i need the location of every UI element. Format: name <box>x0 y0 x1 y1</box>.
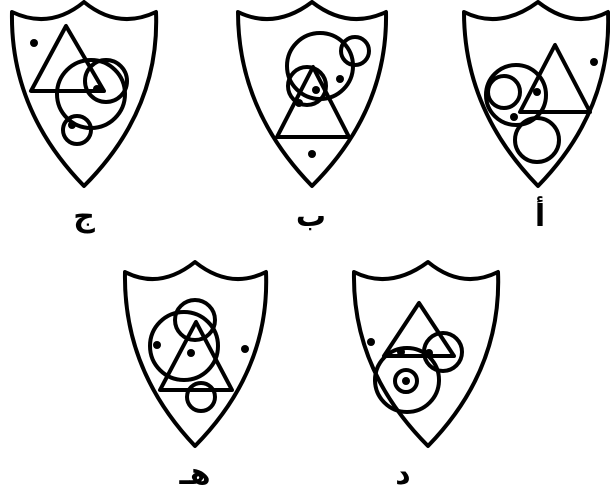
small-circle <box>488 76 520 108</box>
figure-label: أ <box>535 196 545 234</box>
figure-b[interactable]: ب <box>238 2 386 234</box>
figure-h[interactable]: هـ <box>125 262 266 486</box>
dot <box>590 58 598 66</box>
dot <box>295 99 303 107</box>
figure-label: د <box>395 457 410 486</box>
figure-label: هـ <box>178 457 210 486</box>
figure-label: ب <box>296 199 326 234</box>
figure-label: ج <box>73 199 95 234</box>
dot <box>397 348 405 356</box>
bottom-circle <box>63 116 91 144</box>
dot <box>153 341 161 349</box>
dot <box>336 75 344 83</box>
bottom-circle <box>187 383 215 411</box>
small-circle <box>175 300 215 340</box>
figure-j[interactable]: ج <box>12 2 156 234</box>
triangle <box>520 45 590 112</box>
bottom-circle <box>515 118 559 162</box>
dot <box>533 88 541 96</box>
dot <box>510 113 518 121</box>
shield-outline <box>125 262 266 446</box>
dot <box>312 86 320 94</box>
shield-outline <box>12 2 156 186</box>
dot <box>425 349 433 357</box>
dot <box>68 121 76 129</box>
shield-outline <box>238 2 386 186</box>
dot <box>241 345 249 353</box>
triangle <box>384 303 454 356</box>
dot <box>402 377 410 385</box>
small-circle <box>341 37 369 65</box>
dot <box>93 85 101 93</box>
dot <box>308 150 316 158</box>
dot <box>367 338 375 346</box>
figure-d[interactable]: د <box>354 262 498 486</box>
dot <box>187 349 195 357</box>
dot <box>30 39 38 47</box>
figure-a[interactable]: أ <box>464 2 608 234</box>
